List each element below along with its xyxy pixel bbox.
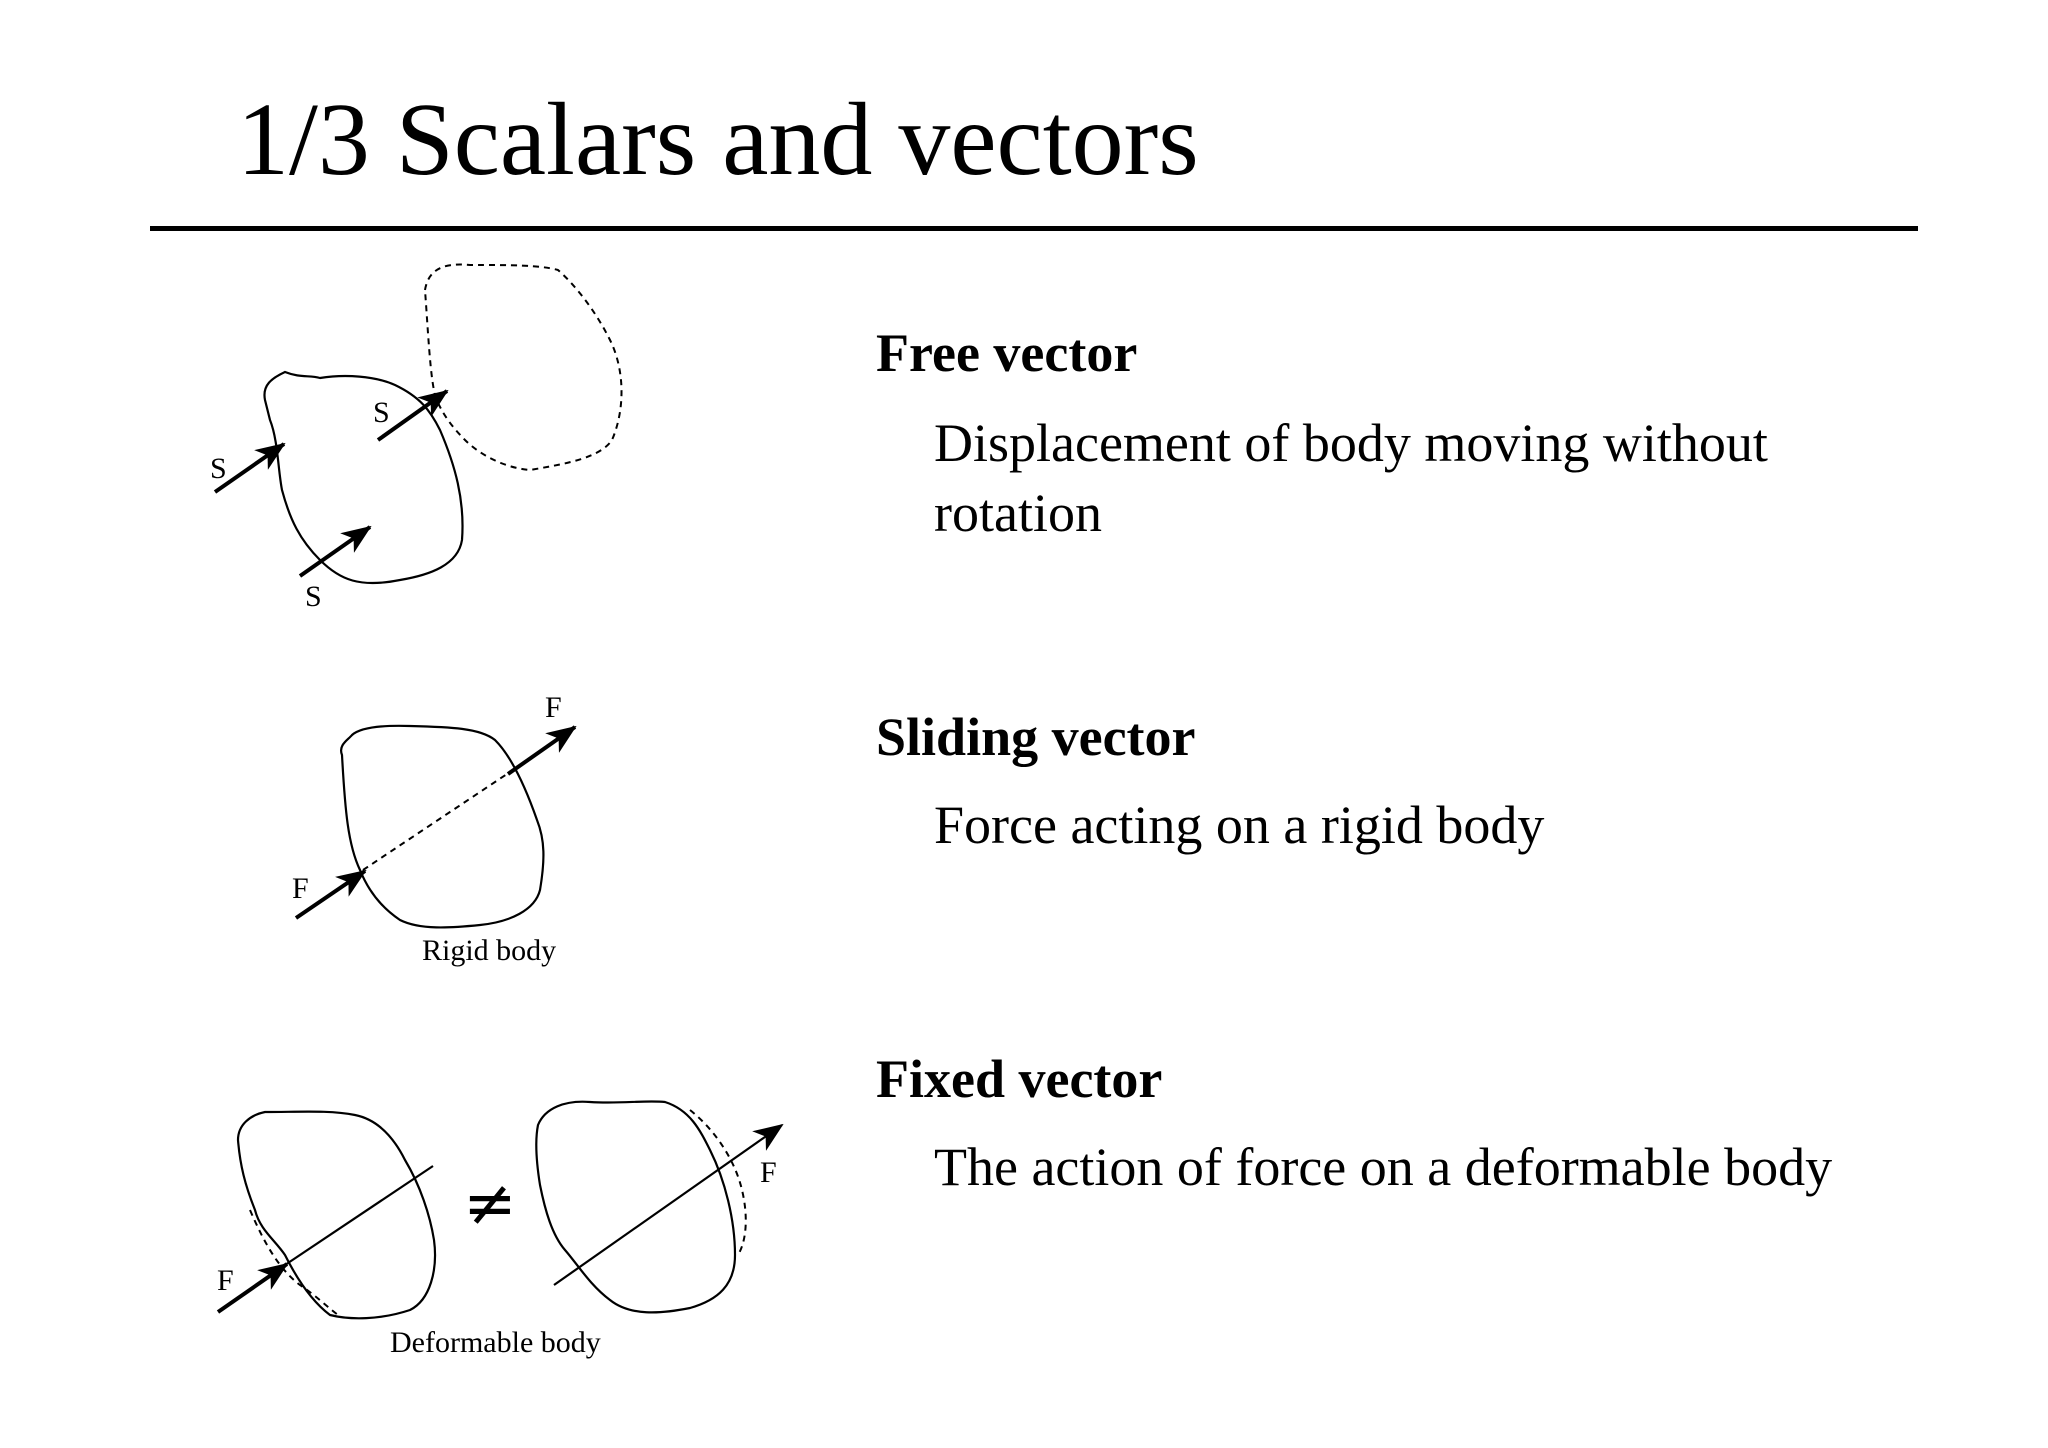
force-label: F xyxy=(217,1264,234,1297)
fixed-vector-heading: Fixed vector xyxy=(876,1049,1163,1109)
force-arrow xyxy=(506,725,577,776)
fixed-vector-figure: F ≠ F Deformable body xyxy=(216,1100,784,1359)
vector-label: S xyxy=(373,396,390,429)
fixed-vector-description: The action of force on a deformable body xyxy=(934,1137,1833,1197)
rigid-body-caption: Rigid body xyxy=(422,934,556,967)
free-vector-figure: S S S xyxy=(210,263,623,613)
vector-label: S xyxy=(305,580,322,613)
deformation-outline-left xyxy=(249,1209,339,1316)
slide-title: 1/3 Scalars and vectors xyxy=(237,82,1199,197)
force-arrow xyxy=(294,869,367,920)
deformable-body-outline-right xyxy=(535,1100,737,1314)
displacement-arrow xyxy=(213,442,286,494)
force-label: F xyxy=(292,872,309,905)
sliding-vector-description: Force acting on a rigid body xyxy=(934,795,1545,855)
body-outline xyxy=(263,370,464,585)
force-arrow xyxy=(216,1262,289,1314)
force-line xyxy=(284,1165,434,1266)
title-divider xyxy=(150,226,1918,231)
rigid-body-outline xyxy=(340,724,545,929)
deformable-body-caption: Deformable body xyxy=(390,1326,601,1359)
displaced-body-outline xyxy=(423,263,623,472)
displacement-arrow xyxy=(298,525,372,578)
free-vector-description: Displacement of body moving without rota… xyxy=(934,413,1768,544)
sliding-vector-heading: Sliding vector xyxy=(876,707,1196,767)
deformation-outline-right xyxy=(689,1109,747,1256)
sliding-vector-figure: F F Rigid body xyxy=(292,691,577,967)
line-of-action xyxy=(362,771,511,871)
vector-label: S xyxy=(210,452,227,485)
not-equal-symbol: ≠ xyxy=(463,1167,517,1241)
displacement-arrow xyxy=(376,389,449,442)
deformable-body-outline-left xyxy=(236,1110,437,1320)
force-label: F xyxy=(545,691,562,724)
force-arrow xyxy=(553,1123,784,1286)
force-label: F xyxy=(760,1156,777,1189)
free-vector-heading: Free vector xyxy=(876,323,1138,383)
